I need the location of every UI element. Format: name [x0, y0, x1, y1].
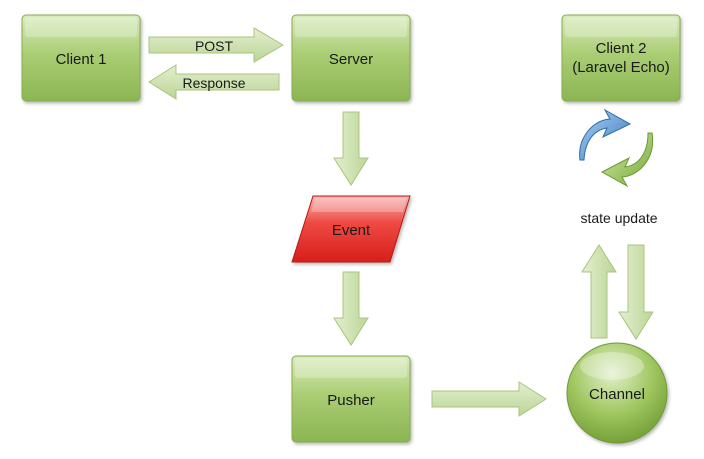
pusher-to-channel-arrow [431, 381, 547, 417]
pusher-node [291, 355, 411, 443]
post-arrow [148, 27, 284, 63]
client1-label: Client 1 [56, 51, 107, 68]
client1-node [21, 14, 141, 102]
client2-node [561, 14, 681, 102]
event-to-pusher-arrow [333, 271, 369, 346]
channel-node [566, 342, 668, 444]
event-label: Event [332, 222, 371, 239]
server-label: Server [329, 51, 373, 68]
server-to-event-arrow [333, 111, 369, 186]
channel-label: Channel [589, 386, 645, 403]
pusher-label: Pusher [327, 392, 375, 409]
server-node [291, 14, 411, 102]
client2-to-channel-down-arrow [618, 244, 654, 340]
client2-label-line2: (Laravel Echo) [572, 59, 670, 76]
state-update-label: state update [580, 210, 657, 226]
channel-to-client2-up-arrow [581, 244, 617, 339]
post-label: POST [195, 38, 234, 54]
refresh-icon [579, 108, 654, 188]
response-label: Response [182, 75, 245, 91]
client2-label-line1: Client 2 [596, 40, 647, 57]
response-arrow [148, 64, 280, 100]
event-node [291, 195, 411, 263]
